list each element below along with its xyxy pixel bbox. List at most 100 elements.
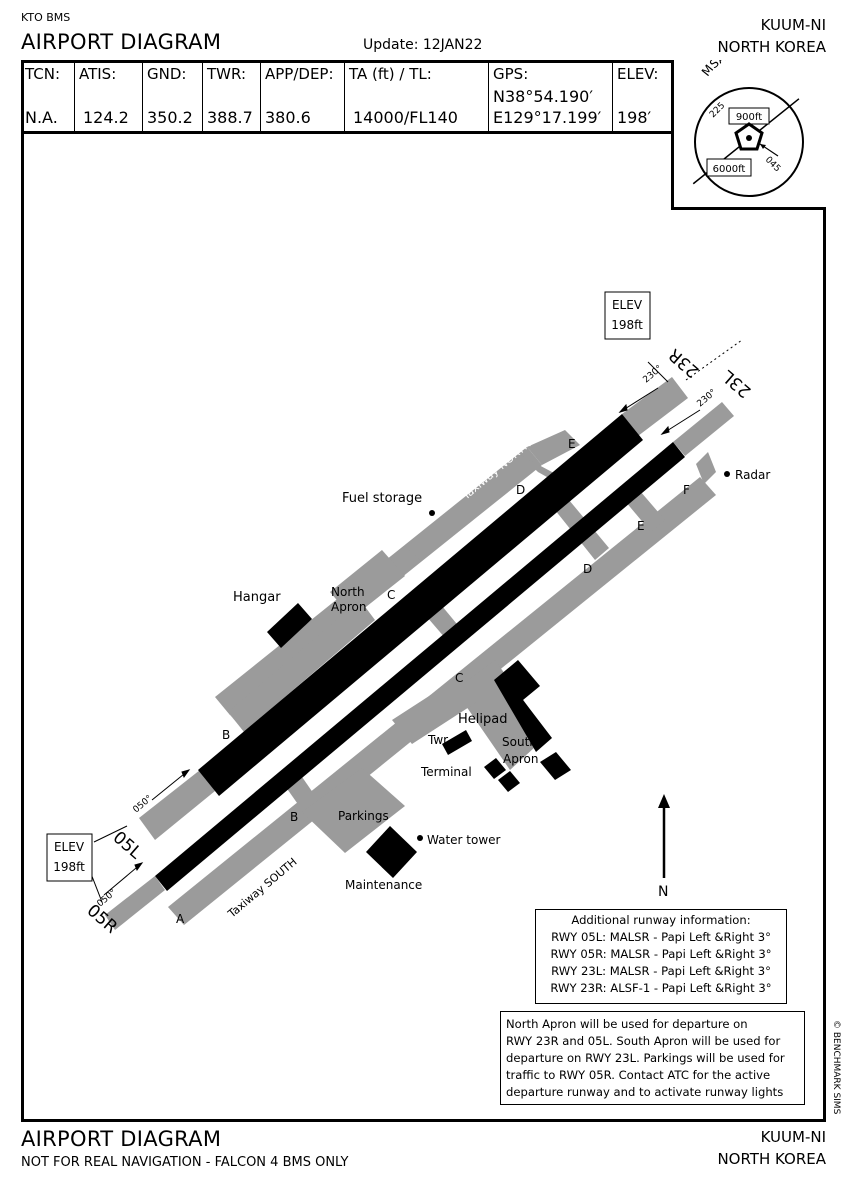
ta-value: 14000/FL140: [353, 108, 458, 127]
tcn-value: N.A.: [25, 108, 58, 127]
runway-05l-23r: [198, 414, 643, 796]
north-label: N: [658, 884, 668, 900]
twr-value: 388.7: [207, 108, 253, 127]
taxiway-c-label-2: C: [455, 671, 463, 685]
twr-label: TWR:: [207, 65, 247, 83]
gnd-label: GND:: [147, 65, 187, 83]
taxiway-letters: B B A C C D D E E F: [176, 437, 690, 926]
rwy-05l-threshold: [139, 770, 215, 840]
msa-alt-north: 900ft: [736, 112, 762, 123]
maintenance-label: Maintenance: [345, 878, 422, 892]
twr-label: Twr: [427, 733, 448, 747]
fuel-storage-dot: [429, 510, 435, 516]
atis-cell: ATIS: 124.2: [75, 60, 143, 131]
taxiway-b-label-2: B: [290, 810, 298, 824]
rwy-23r-label: 23R: [665, 344, 704, 381]
gps-lon: E129°17.199′: [493, 108, 602, 127]
terminal-label: Terminal: [420, 765, 472, 779]
gnd-value: 350.2: [147, 108, 193, 127]
water-tower-dot: [417, 835, 423, 841]
atis-label: ATIS:: [79, 65, 117, 83]
elev-cell: ELEV: 198′: [613, 60, 673, 131]
rwy-23r-threshold: [622, 377, 688, 436]
note-line: traffic to RWY 05R. Contact ATC for the …: [506, 1068, 771, 1082]
footer-airport: KUUM-NI: [760, 1128, 826, 1146]
country-name: NORTH KOREA: [717, 38, 826, 56]
hangar-building: [267, 603, 312, 648]
departure-notes-box: North Apron will be used for departure o…: [500, 1011, 805, 1105]
taxiway-c-label-1: C: [387, 588, 395, 602]
hangar-label: Hangar: [233, 590, 281, 605]
elev-bottom-label: ELEV: [54, 840, 85, 854]
radar-dot: [724, 471, 730, 477]
hdg-05r: 050°: [96, 888, 119, 910]
msa-alt-south: 6000ft: [713, 164, 746, 175]
rwy-23l-label: 23L: [718, 365, 755, 401]
north-arrow-icon: [658, 794, 670, 878]
diagram-frame: [21, 60, 826, 1122]
ta-cell: TA (ft) / TL: 14000/FL140: [345, 60, 489, 131]
taxiway-d-label-1: D: [516, 483, 525, 497]
taxiway-e-label-1: E: [568, 437, 576, 451]
airport-name: KUUM-NI: [760, 16, 826, 34]
copyright-label: © BENCHMARK SIMS: [831, 1020, 841, 1115]
elev-box-bottom: ELEV 198ft: [46, 833, 93, 882]
taxiway-e-label-2: E: [637, 519, 645, 533]
helipad-label: Helipad: [458, 712, 507, 727]
south-apron-building: [494, 660, 552, 752]
rwy-05r-threshold: [105, 876, 165, 930]
water-tower-label: Water tower: [427, 833, 501, 847]
gps-lat: N38°54.190′: [493, 87, 593, 106]
gnd-cell: GND: 350.2: [143, 60, 203, 131]
elev-top-value: 198ft: [611, 318, 643, 332]
app-label: APP/DEP:: [265, 65, 334, 83]
taxiway-d-label-2: D: [583, 562, 592, 576]
runway-info-box: Additional runway information: RWY 05L: …: [535, 909, 787, 1004]
north-apron-label-1: North: [331, 585, 365, 599]
tower-building: [442, 730, 472, 755]
elev-label: ELEV:: [617, 65, 659, 83]
note-line: departure on RWY 23L. Parkings will be u…: [506, 1051, 785, 1065]
taxiway-f: [696, 452, 716, 484]
footer-country: NORTH KOREA: [717, 1150, 826, 1168]
taxiway-b-label-1: B: [222, 728, 230, 742]
page-title: AIRPORT DIAGRAM: [21, 30, 222, 54]
south-apron-label-1: South: [502, 735, 537, 749]
south-apron: [455, 660, 548, 770]
ta-label: TA (ft) / TL:: [349, 65, 432, 83]
north-apron-label-2: Apron: [331, 600, 366, 614]
taxiway-a-label: A: [176, 912, 185, 926]
approach-lights-23r: [685, 339, 743, 381]
atis-value: 124.2: [83, 108, 129, 127]
maintenance-building: [366, 826, 417, 878]
fuel-storage-label: Fuel storage: [342, 491, 422, 506]
south-apron-label-2: Apron: [503, 752, 538, 766]
msa-box: MSA 25 Nm 900ft 6000ft 225 045: [671, 43, 826, 210]
rwy-05l-label: 05L: [109, 828, 146, 864]
note-line: RWY 23R and 05L. South Apron will be use…: [506, 1034, 781, 1048]
hdg-23l: 230°: [696, 388, 719, 410]
elev-top-label: ELEV: [612, 298, 643, 312]
runway-05r-23l: [155, 442, 685, 891]
elev-bottom-value: 198ft: [53, 860, 85, 874]
app-value: 380.6: [265, 108, 311, 127]
runway-info-line-05l: RWY 05L: MALSR - Papi Left &Right 3°: [551, 930, 771, 944]
gps-label: GPS:: [493, 65, 529, 83]
note-line: North Apron will be used for departure o…: [506, 1017, 748, 1031]
org-label: KTO BMS: [21, 11, 71, 24]
place-labels: Fuel storage Radar Hangar North Apron He…: [233, 468, 770, 892]
taxiway-f-label: F: [683, 483, 690, 497]
footer-title: AIRPORT DIAGRAM: [21, 1127, 222, 1151]
runway-info-title: Additional runway information:: [571, 913, 751, 927]
app-cell: APP/DEP: 380.6: [261, 60, 345, 131]
tcn-label: TCN:: [25, 65, 61, 83]
parkings-apron: [302, 768, 405, 853]
runway-info-line-05r: RWY 05R: MALSR - Papi Left &Right 3°: [550, 947, 772, 961]
rwy-23l-threshold: [673, 402, 734, 456]
tcn-cell: TCN: N.A.: [21, 60, 75, 131]
update-date: Update: 12JAN22: [363, 37, 483, 53]
north-apron: [228, 600, 375, 732]
note-line: departure runway and to activate runway …: [506, 1085, 784, 1099]
elev-value: 198′: [617, 108, 652, 127]
